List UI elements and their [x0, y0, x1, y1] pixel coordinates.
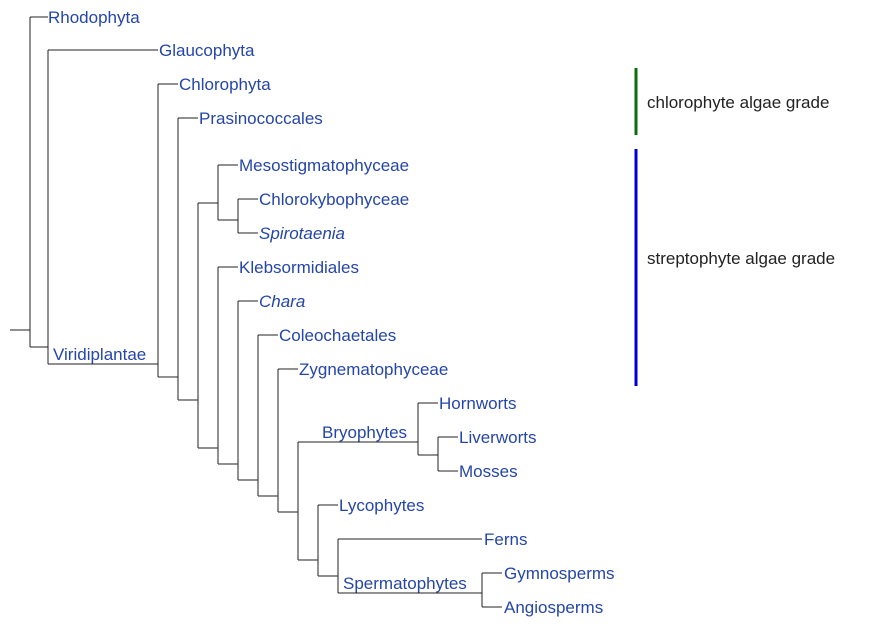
taxon-coleochaetales[interactable]: Coleochaetales: [279, 326, 396, 345]
taxon-rhodophyta[interactable]: Rhodophyta: [48, 8, 140, 27]
taxon-mosses[interactable]: Mosses: [459, 462, 518, 481]
node-streptophyta: [197, 202, 218, 449]
chlorophyte-grade-label: chlorophyte algae grade: [647, 93, 829, 112]
grade-annotations: chlorophyte algae grade streptophyte alg…: [634, 68, 835, 386]
tree-branches: [10, 16, 502, 608]
taxon-liverworts[interactable]: Liverworts: [459, 428, 536, 447]
clade-spermatophytes[interactable]: Spermatophytes: [343, 574, 467, 593]
clade-viridiplantae[interactable]: Viridiplantae: [53, 345, 146, 364]
taxon-chlorophyta[interactable]: Chlorophyta: [179, 75, 271, 94]
taxon-chlorokybophyceae[interactable]: Chlorokybophyceae: [259, 190, 409, 209]
taxon-hornworts[interactable]: Hornworts: [439, 394, 516, 413]
streptophyte-grade-label: streptophyte algae grade: [647, 249, 835, 268]
node-klebsormidiales: [217, 266, 238, 465]
node-archaeplastida: [47, 49, 158, 365]
node-tracheophyta: [317, 504, 338, 577]
taxon-lycophytes[interactable]: Lycophytes: [339, 496, 424, 515]
node-root: [29, 16, 48, 348]
taxon-glaucophyta[interactable]: Glaucophyta: [159, 41, 255, 60]
node-mesostigmatophyceae-clade: [217, 164, 238, 221]
node-coleochaetales: [257, 334, 278, 497]
node-euphyllophyta: [337, 538, 482, 594]
node-chlorokybophyceae-spirotaenia: [237, 198, 258, 234]
node-bryophytes: [417, 402, 438, 456]
taxon-prasinococcales[interactable]: Prasinococcales: [199, 109, 323, 128]
node-embryophyta: [297, 441, 418, 561]
taxon-klebsormidiales[interactable]: Klebsormidiales: [239, 258, 359, 277]
node-spermatophytes: [481, 572, 502, 608]
taxon-spirotaenia[interactable]: Spirotaenia: [259, 224, 345, 243]
taxon-zygnematophyceae[interactable]: Zygnematophyceae: [299, 360, 448, 379]
taxon-chara[interactable]: Chara: [259, 292, 305, 311]
node-viridiplantae: [157, 83, 178, 378]
node-prasinococcales: [177, 117, 198, 401]
taxon-ferns[interactable]: Ferns: [484, 530, 527, 549]
taxon-angiosperms[interactable]: Angiosperms: [504, 598, 603, 617]
taxon-mesostigmatophyceae[interactable]: Mesostigmatophyceae: [239, 156, 409, 175]
taxon-gymnosperms[interactable]: Gymnosperms: [504, 564, 615, 583]
node-zygnematophyceae: [277, 368, 298, 513]
node-liverworts-mosses: [437, 436, 458, 472]
tree-labels: Rhodophyta Glaucophyta Chlorophyta Prasi…: [48, 8, 615, 617]
clade-bryophytes[interactable]: Bryophytes: [322, 423, 407, 442]
node-chara: [237, 300, 258, 481]
